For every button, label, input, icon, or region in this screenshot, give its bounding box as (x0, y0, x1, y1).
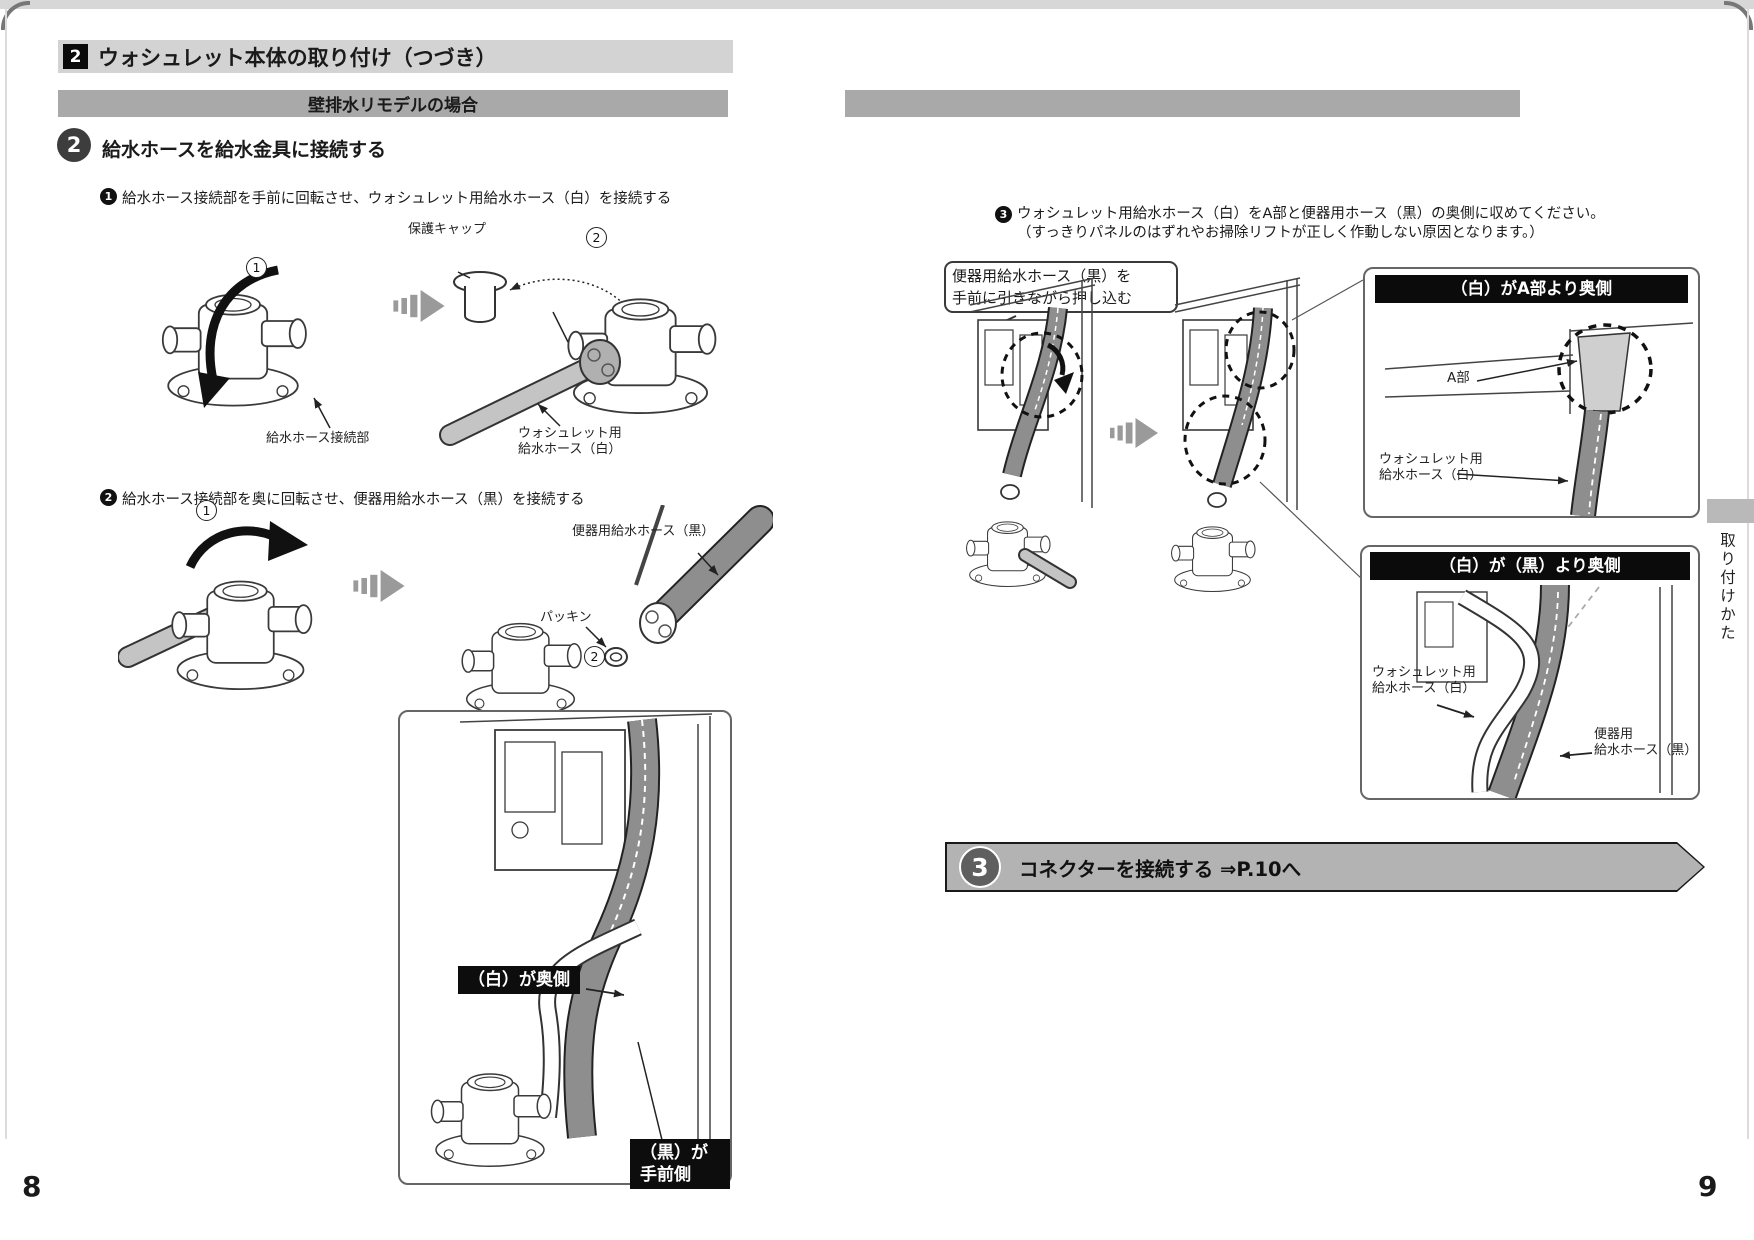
substep1-text: 給水ホース接続部を手前に回転させ、ウォシュレット用給水ホース（白）を接続する (122, 191, 672, 207)
detail-box-b-header: （白）が（黒）より奥側 (1370, 552, 1690, 580)
page-number-right: 9 (1698, 1170, 1718, 1203)
scan-left-edge (5, 9, 7, 1139)
step3-banner-fill (947, 844, 1703, 890)
substep3-marker: 3 (995, 206, 1012, 223)
section-header: 2 ウォシュレット本体の取り付け（つづき） (58, 40, 733, 73)
a-part-label: A部 (1447, 370, 1470, 386)
diagram1-art (161, 265, 717, 446)
black-front-label: （黒）が手前側 (630, 1139, 730, 1189)
step3-banner: 3 コネクターを接続する ⇒P.10へ (945, 842, 1705, 892)
detail-box-a-art (1384, 322, 1694, 516)
detail1-white-hose-label: ウォシュレット用 給水ホース（白） (1379, 452, 1483, 483)
detail2-white-hose-label: ウォシュレット用 給水ホース（白） (1372, 665, 1476, 696)
detail-box-a-header: （白）がA部より奥側 (1375, 275, 1688, 303)
substep1-marker: 1 (100, 188, 117, 205)
substep3-line1: ウォシュレット用給水ホース（白）をA部と便器用ホース（黒）の奥側に収めてください… (1017, 206, 1605, 222)
step2-title: 給水ホースを給水金具に接続する (102, 139, 387, 161)
scan-corner-left (0, 0, 30, 30)
substep3-line2: （すっきりパネルのはずれやお掃除リフトが正しく作動しない原因となります。） (1017, 225, 1544, 241)
sidebar-tab (1707, 499, 1754, 523)
scan-corner-right (1724, 0, 1754, 30)
pull-push-callout: 便器用給水ホース（黒）を 手前に引きながら押し込む (944, 261, 1178, 313)
result-box-art (430, 713, 713, 1172)
subsection-title: 壁排水リモデルの場合 (308, 96, 478, 116)
subsection-bar: 壁排水リモデルの場合 (58, 90, 728, 117)
hose-connector-label: 給水ホース接続部 (266, 431, 370, 446)
section-number-badge: 2 (63, 44, 88, 69)
subsection-bar-right (845, 90, 1520, 117)
step3-banner-text: コネクターを接続する ⇒P.10へ (1019, 857, 1302, 881)
substep3-row: 3 ウォシュレット用給水ホース（白）をA部と便器用ホース（黒）の奥側に収めてくだ… (995, 205, 1605, 243)
diagram2-circled-2: 2 (584, 646, 605, 667)
toilet-hose-black-label: 便器用給水ホース（黒） (572, 524, 715, 539)
substep1-row: 1 給水ホース接続部を手前に回転させ、ウォシュレット用給水ホース（白）を接続する (100, 187, 671, 208)
substep2-marker: 2 (100, 489, 117, 506)
step3-number-badge: 3 (959, 846, 1001, 888)
detail-box-a: （白）がA部より奥側 A部 ウォシュレット用 給水ホース（白） (1363, 267, 1700, 518)
diagram2-circled-1: 1 (196, 500, 217, 521)
right-diagram-art (966, 277, 1364, 593)
step2-number-badge: 2 (57, 128, 91, 162)
section-title: ウォシュレット本体の取り付け（つづき） (98, 45, 497, 70)
detail-box-b: （白）が（黒）より奥側 ウォシュレット用 給水ホース（白） 便器用 給水ホース（… (1360, 545, 1700, 800)
diagram1-circled-2: 2 (586, 227, 607, 248)
sidebar-tab-label: 取り付けかた (1718, 532, 1736, 643)
packing-label: パッキン (540, 610, 592, 625)
result-detail-box: （白）が奥側 （黒）が手前側 (398, 710, 732, 1189)
substep2-row: 2 給水ホース接続部を奥に回転させ、便器用給水ホース（黒）を接続する (100, 488, 585, 509)
washlet-hose-white-label: ウォシュレット用 給水ホース（白） (518, 426, 622, 457)
protective-cap-label: 保護キャップ (408, 222, 487, 237)
detail-box-b-art (1416, 584, 1673, 798)
diagram2-art (118, 505, 773, 717)
detail2-black-hose-label: 便器用 給水ホース（黒） (1594, 727, 1698, 758)
page-number-left: 8 (22, 1170, 42, 1203)
substep3-text: ウォシュレット用給水ホース（白）をA部と便器用ホース（黒）の奥側に収めてください… (1017, 205, 1605, 243)
scan-right-edge (1747, 9, 1749, 1139)
diagram1-circled-1: 1 (246, 257, 267, 278)
white-back-label: （白）が奥側 (458, 966, 580, 994)
scan-top-edge (0, 0, 1754, 9)
substep2-text: 給水ホース接続部を奥に回転させ、便器用給水ホース（黒）を接続する (122, 492, 585, 508)
